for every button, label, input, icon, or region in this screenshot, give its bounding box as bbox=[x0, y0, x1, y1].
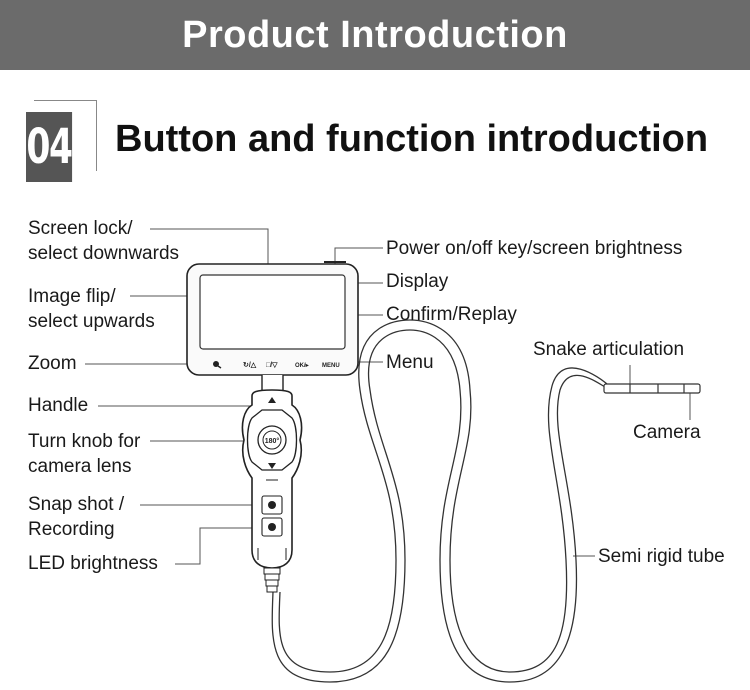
svg-text:□/▽: □/▽ bbox=[266, 362, 278, 369]
strain-relief bbox=[263, 567, 281, 593]
label-snap-shot: Snap shot / bbox=[28, 494, 125, 515]
label-select-upwards: select upwards bbox=[28, 311, 155, 332]
label-handle: Handle bbox=[28, 395, 89, 416]
label-recording: Recording bbox=[28, 519, 115, 540]
label-select-downwards: select downwards bbox=[28, 243, 180, 264]
semi-rigid-tube bbox=[271, 329, 608, 683]
label-screen-lock: Screen lock/ bbox=[28, 218, 133, 239]
section-title: Button and function introduction bbox=[115, 118, 709, 160]
label-power: Power on/off key/screen brightness bbox=[386, 238, 683, 259]
label-semi-rigid-tube: Semi rigid tube bbox=[598, 546, 725, 567]
zoom-button-icon bbox=[213, 361, 219, 367]
knob-angle-label: 180° bbox=[265, 437, 280, 445]
ok-button-label: OK/▸ bbox=[295, 363, 310, 369]
svg-text:↻/△: ↻/△ bbox=[243, 362, 257, 369]
snake-articulation bbox=[603, 383, 701, 394]
label-image-flip: Image flip/ bbox=[28, 286, 116, 307]
leader-power bbox=[334, 247, 383, 265]
handle: 180° bbox=[241, 389, 303, 569]
section-number-frame bbox=[34, 100, 97, 171]
label-display: Display bbox=[386, 271, 449, 292]
product-introduction-banner: Product Introduction bbox=[0, 0, 750, 70]
label-camera-lens: camera lens bbox=[28, 456, 132, 477]
banner-title: Product Introduction bbox=[182, 13, 568, 56]
display-unit: ↻/△ □/▽ OK/▸ MENU bbox=[186, 261, 359, 376]
label-camera: Camera bbox=[633, 422, 701, 443]
label-menu: Menu bbox=[386, 352, 434, 373]
label-zoom: Zoom bbox=[28, 353, 77, 374]
label-confirm-replay: Confirm/Replay bbox=[386, 304, 517, 325]
section-number: 04 bbox=[26, 112, 73, 182]
label-turn-knob: Turn knob for bbox=[28, 431, 141, 452]
menu-button-label: MENU bbox=[322, 363, 340, 369]
label-led-brightness: LED brightness bbox=[28, 553, 158, 574]
display-screen bbox=[199, 274, 346, 350]
label-snake-articulation: Snake articulation bbox=[533, 339, 685, 360]
leader-led bbox=[175, 527, 263, 565]
